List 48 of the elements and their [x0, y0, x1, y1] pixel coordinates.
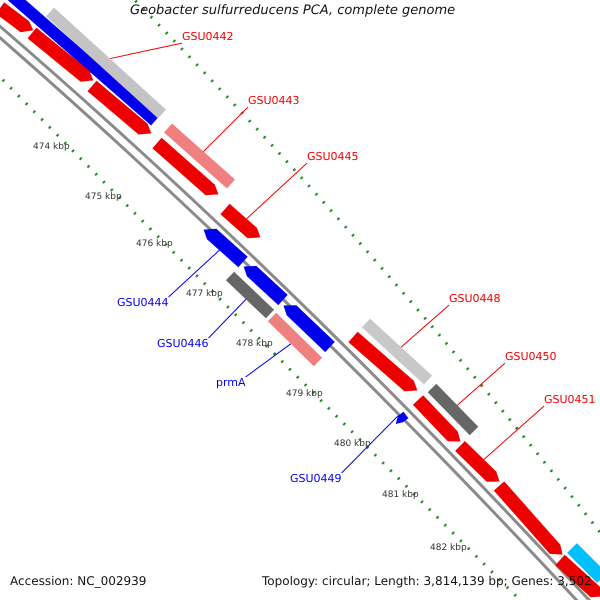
tick-label: 480 kbp: [334, 440, 371, 450]
gene-label: GSU0449: [290, 473, 342, 486]
tick-label: 474 kbp: [33, 143, 70, 153]
gene-label: GSU0445: [307, 151, 359, 164]
tick-label: 481 kbp: [382, 491, 419, 501]
tick-label: 475 kbp: [85, 193, 122, 203]
gene-block: [88, 80, 152, 134]
gene-label: GSU0443: [248, 95, 300, 108]
gene-block: [244, 266, 288, 306]
gene-block: [28, 28, 94, 82]
gene-block: [494, 481, 563, 555]
leader-line: [246, 162, 308, 220]
tick-label: 482 kbp: [430, 544, 467, 554]
gene-block: [362, 318, 432, 384]
tick-label: 476 kbp: [136, 240, 173, 250]
gene-block: [204, 228, 248, 268]
gene-block: [428, 384, 478, 436]
gene-block: [226, 272, 274, 318]
gene-block: [152, 138, 218, 196]
gene-label: GSU0444: [117, 297, 169, 310]
gene-label: GSU0442: [182, 31, 234, 44]
gene-label: GSU0450: [505, 351, 557, 364]
gene-block: [412, 395, 460, 442]
gene-block: [0, 2, 34, 32]
leader-line: [208, 298, 246, 338]
accession-text: Accession: NC_002939: [10, 575, 146, 588]
leader-line: [110, 42, 182, 60]
leader-line: [168, 250, 220, 298]
gene-label: GSU0451: [544, 394, 596, 406]
gene-label: GSU0448: [449, 293, 501, 306]
leader-line: [400, 304, 450, 348]
leader-line: [456, 362, 506, 406]
leader-line: [202, 106, 248, 152]
leader-line: [341, 415, 399, 474]
leader-line: [483, 406, 544, 460]
gene-label: GSU0446: [157, 338, 209, 350]
tick-label: 477 kbp: [186, 290, 223, 300]
gene-label: prmA: [216, 377, 246, 390]
gene-block: [220, 204, 260, 238]
gene-block: [455, 441, 500, 482]
tick-label: 479 kbp: [286, 390, 323, 400]
tick-label: 478 kbp: [236, 340, 273, 350]
title: Geobacter sulfurreducens PCA, complete genome: [130, 4, 456, 18]
gene-block: [348, 332, 418, 392]
gene-block: [284, 305, 335, 352]
leader-line: [245, 343, 292, 378]
gene-block: [396, 412, 408, 424]
gene-block: [164, 124, 235, 188]
